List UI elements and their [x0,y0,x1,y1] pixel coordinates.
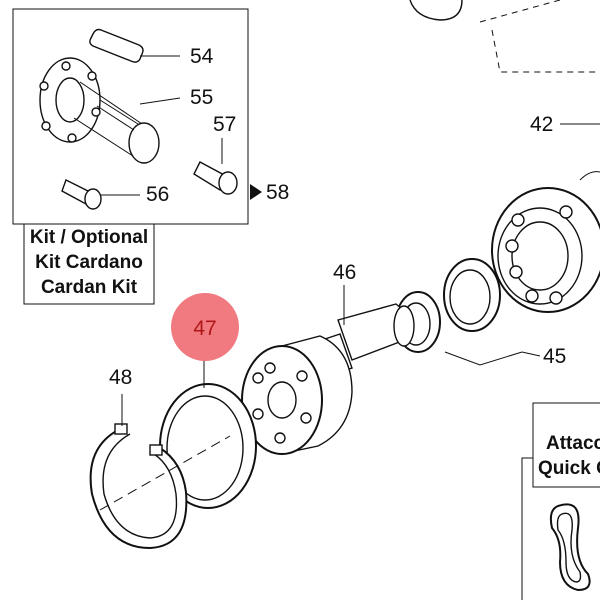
callout-45: 45 [543,345,566,368]
quick-box-line1: Attacc [546,433,600,454]
part-48-snap-ring [89,394,231,550]
part-57-screw [193,138,238,195]
kit-label-box: Kit / Optional Kit Cardano Cardan Kit [23,223,155,305]
highlight-circle-47 [171,293,239,361]
kit-label-line3: Cardan Kit [41,277,138,298]
callout-46: 46 [333,261,356,284]
part-54-key [89,28,180,63]
callout-55: 55 [190,86,213,109]
part-55-flange-shaft [39,57,181,164]
top-right-assembly-hint [409,0,600,181]
arrow-58 [250,184,262,200]
quick-box-frame [532,402,600,488]
callout-48: 48 [109,366,132,389]
quick-coupling-box: Attacc Quick C [521,402,600,600]
callout-58: 58 [266,181,289,204]
kit-label-line1: Kit / Optional [30,227,148,248]
callout-56: 56 [146,183,169,206]
kit-label-line2: Kit Cardano [35,252,143,273]
callout-57: 57 [213,113,236,136]
kit-label-frame [23,223,155,305]
callout-42: 42 [530,113,553,136]
part-56-screw [61,179,140,210]
callout-47: 47 [193,317,216,340]
part-47-washer [159,358,257,509]
flange-hub [241,335,353,455]
quick-box-line2: Quick C [538,458,600,479]
cardan-kit-inset: 54 55 57 56 [12,8,249,225]
bearing-assembly [491,187,600,313]
callout-54: 54 [190,45,214,68]
